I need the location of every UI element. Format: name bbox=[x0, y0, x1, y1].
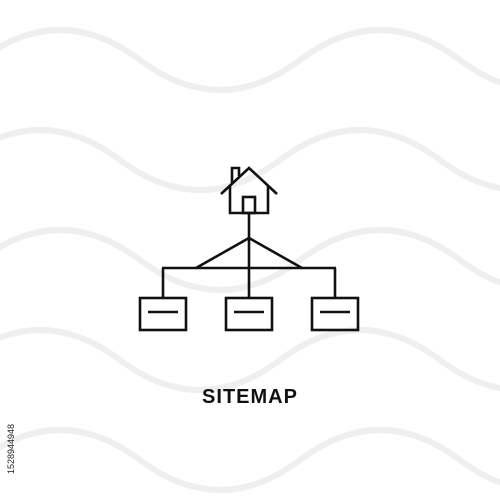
stock-id-label: 1528944948 bbox=[6, 423, 16, 474]
connector-lines bbox=[161, 213, 337, 298]
caption-label: SITEMAP bbox=[202, 386, 298, 408]
house-icon bbox=[220, 166, 278, 215]
page-box-left bbox=[138, 296, 188, 332]
page-box-right bbox=[310, 296, 360, 332]
page-box-center bbox=[224, 296, 274, 332]
